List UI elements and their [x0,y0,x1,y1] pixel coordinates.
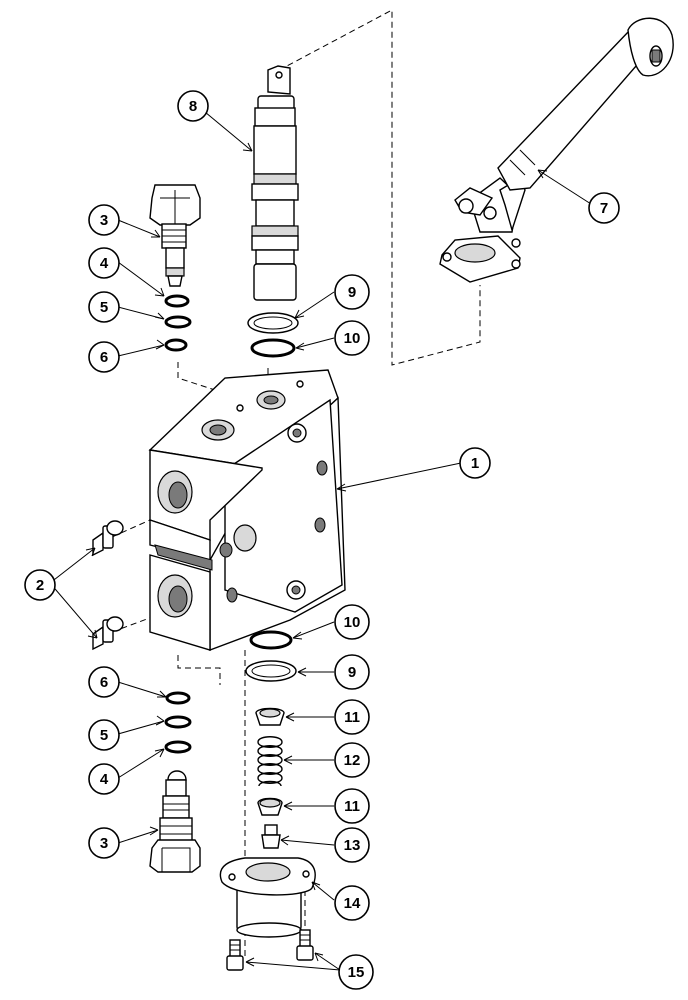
callout-label: 9 [348,664,356,681]
callout-label: 2 [36,577,44,594]
callout-4-top: 4 [88,247,120,279]
callout-14: 14 [334,885,370,921]
callout-label: 13 [344,837,361,854]
callout-label: 6 [100,349,108,366]
callout-15: 15 [338,954,374,990]
callout-label: 3 [100,835,108,852]
callout-9-bottom: 9 [334,654,370,690]
callout-label: 11 [344,798,360,815]
callout-label: 8 [189,98,197,115]
callout-label: 1 [471,455,479,472]
fittings-part-2 [92,520,124,651]
seals-top-right [247,312,299,358]
callout-11-top: 11 [334,699,370,735]
plug-part-3-bottom [149,770,201,873]
callout-8: 8 [177,90,209,122]
callout-label: 15 [348,964,365,981]
callout-label: 10 [344,614,361,631]
cap-part-14 [219,857,316,938]
callout-10-bottom: 10 [334,604,370,640]
callout-label: 4 [100,771,109,788]
callout-label: 9 [348,284,356,301]
callout-9-top: 9 [334,274,370,310]
callout-5-top: 5 [88,291,120,323]
spool-part-8 [251,65,299,301]
callout-10-top: 10 [334,320,370,356]
callout-label: 14 [344,895,361,912]
callout-4-bottom: 4 [88,763,120,795]
callout-1: 1 [459,447,491,479]
o-rings-bottom-left [164,691,192,754]
spring-assembly [255,707,285,849]
callout-2: 2 [24,569,56,601]
callout-label: 11 [344,709,360,726]
callout-7: 7 [588,192,620,224]
lever-part-7 [439,17,674,283]
callout-6-top: 6 [88,341,120,373]
valve-body-part-1 [148,369,346,652]
assembly-guide-lines [111,9,481,960]
callout-label: 10 [344,330,361,347]
bolts-part-15 [226,929,314,971]
plug-part-3-top [149,184,201,287]
callout-3-top: 3 [88,204,120,236]
callout-12: 12 [334,742,370,778]
callout-label: 12 [344,752,361,769]
callout-label: 5 [100,727,108,744]
callout-label: 5 [100,299,108,316]
callout-label: 7 [600,200,608,217]
callout-11-bottom: 11 [334,788,370,824]
callout-3-bottom: 3 [88,827,120,859]
callout-13: 13 [334,827,370,863]
seals-bottom [245,630,297,682]
callout-label: 3 [100,212,108,229]
callout-label: 6 [100,674,108,691]
callout-5-bottom: 5 [88,719,120,751]
o-rings-top-left [164,294,192,352]
callout-6-bottom: 6 [88,666,120,698]
callout-label: 4 [100,255,109,272]
leader-lines [49,111,592,971]
